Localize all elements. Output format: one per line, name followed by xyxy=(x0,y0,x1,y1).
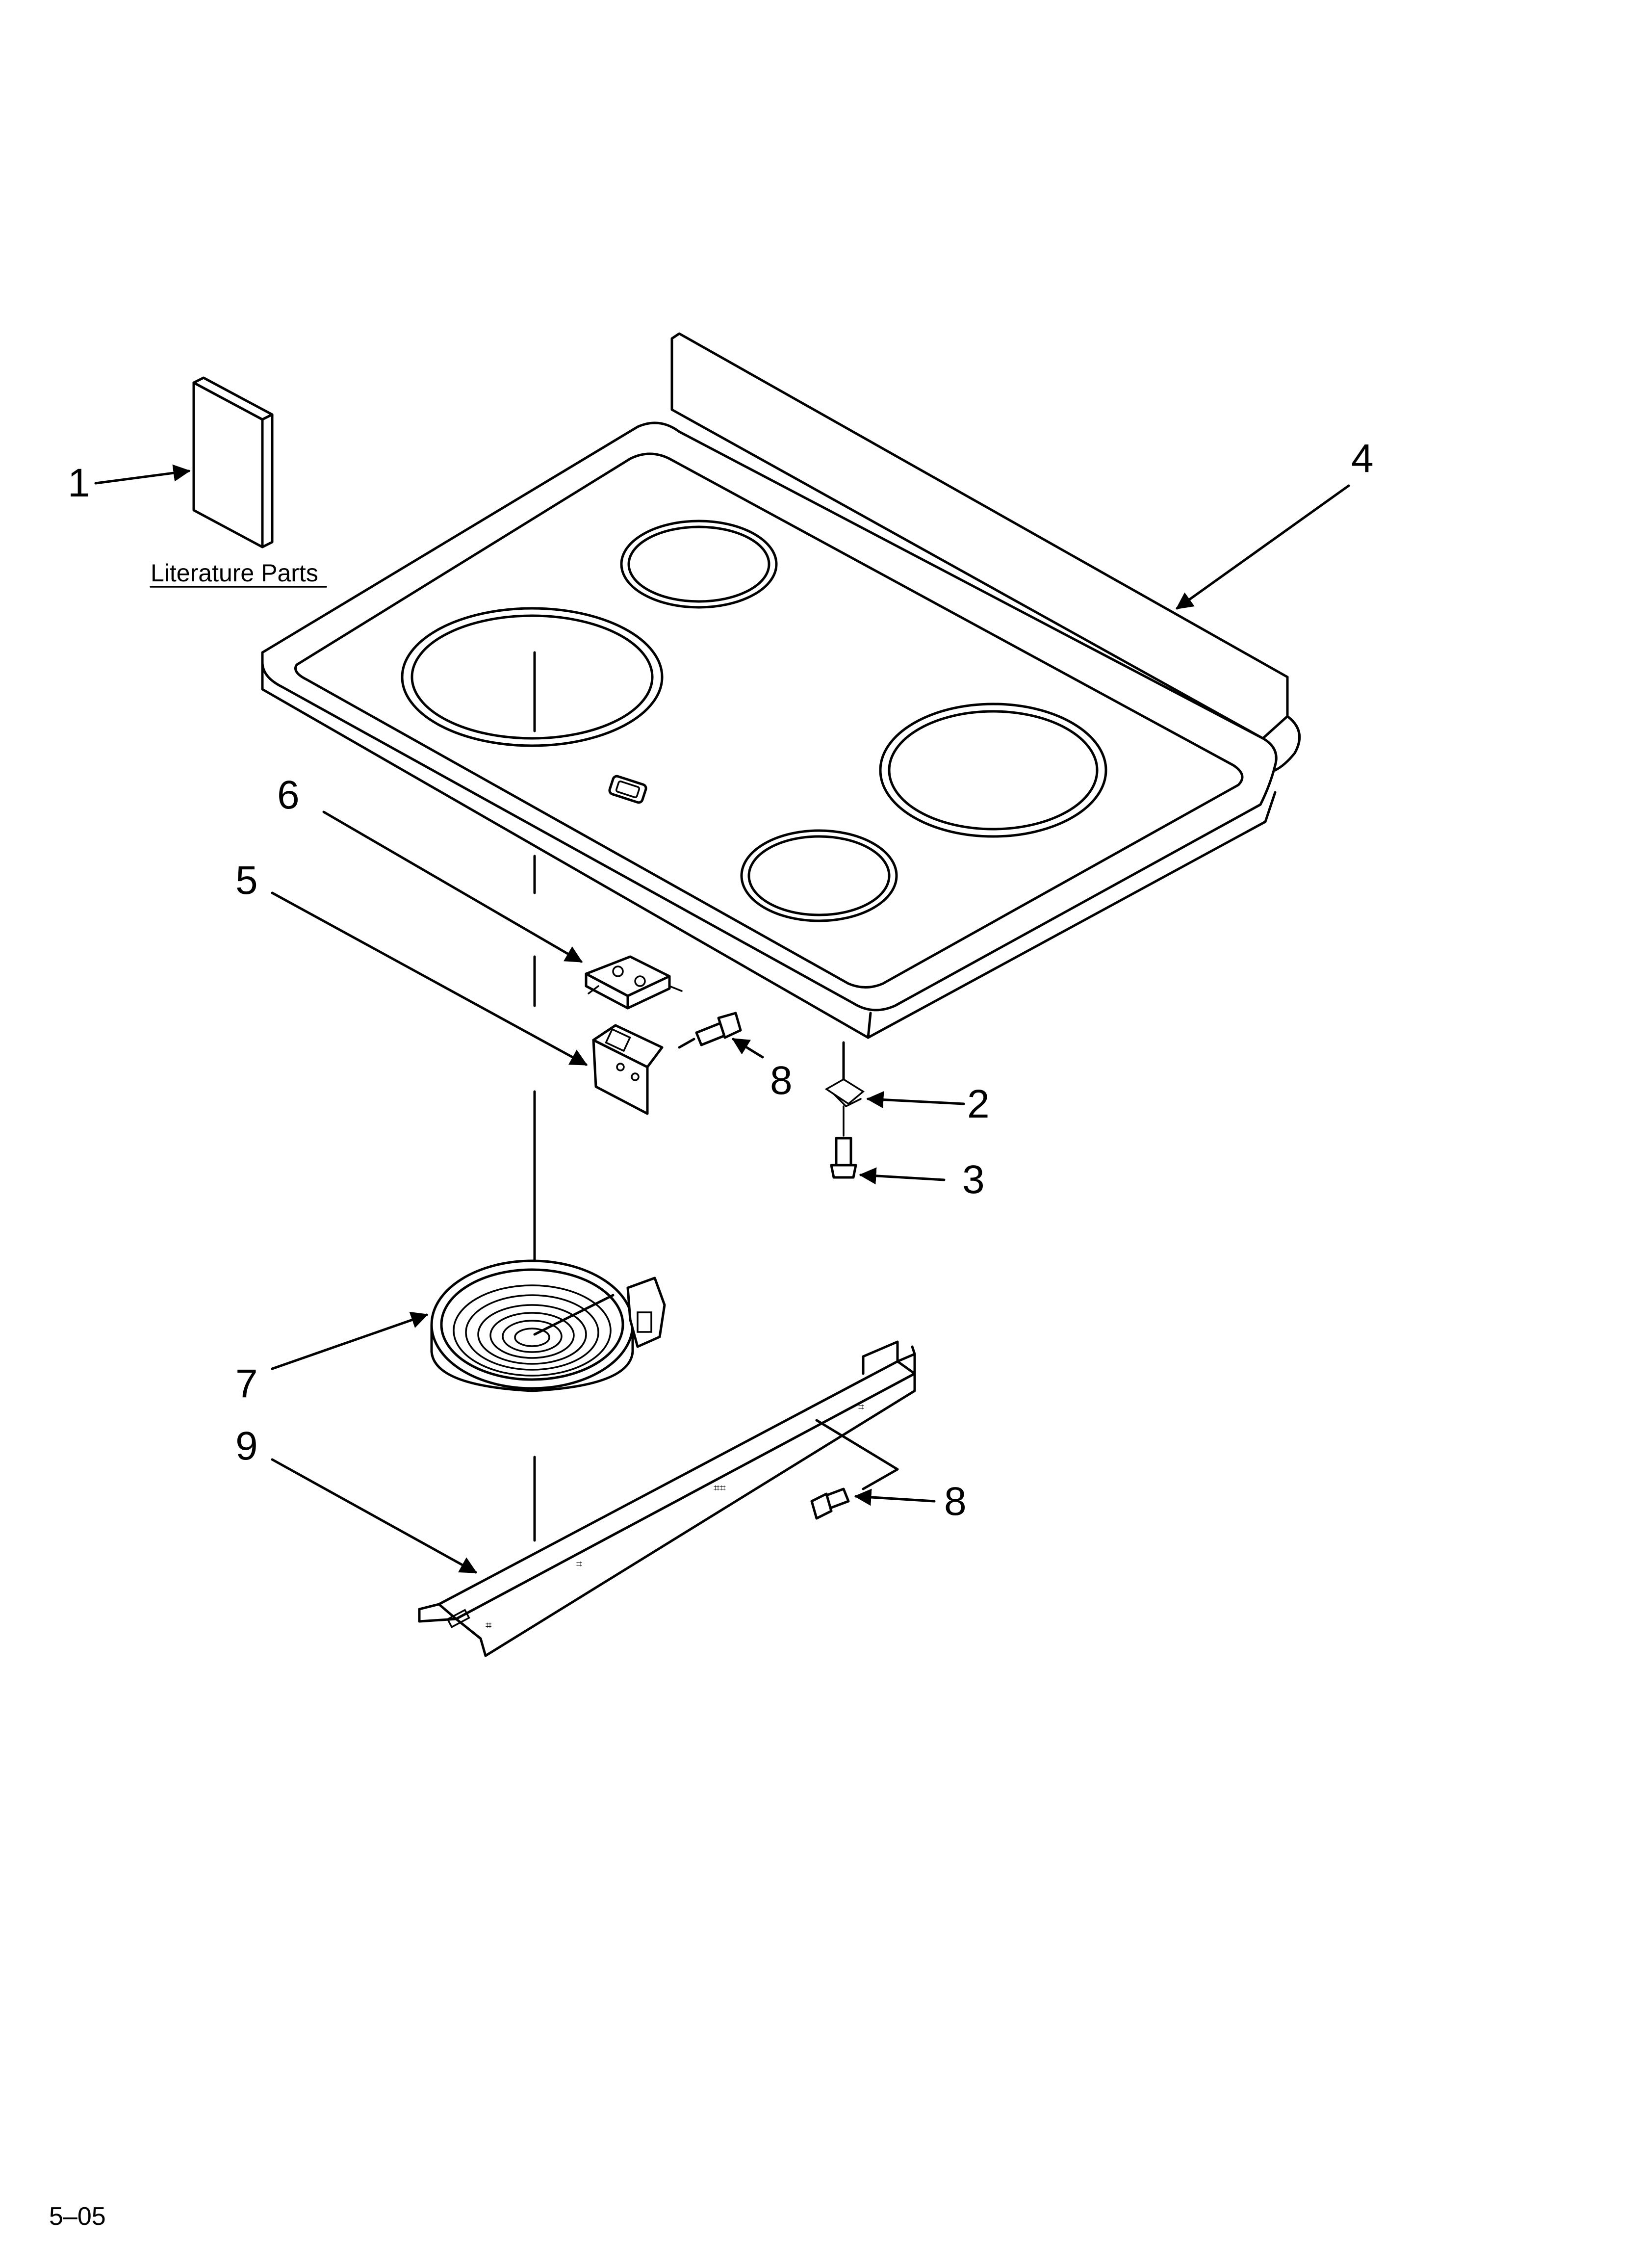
svg-text:⌗: ⌗ xyxy=(486,1619,491,1631)
svg-text:⌗: ⌗ xyxy=(858,1401,864,1413)
callout-6: 6 xyxy=(277,773,300,817)
element-support-bracket: ⌗ ⌗⌗ ⌗ ⌗ xyxy=(418,1340,916,1657)
mounting-clip xyxy=(824,1041,865,1108)
radiant-surface-element xyxy=(430,1259,666,1392)
screw-clip xyxy=(830,1105,857,1179)
burner-small-rear xyxy=(620,520,778,609)
svg-text:⌗: ⌗ xyxy=(576,1558,582,1570)
callout-2: 2 xyxy=(967,1082,990,1126)
callout-5: 5 xyxy=(235,858,258,903)
burner-large-right xyxy=(879,703,1107,838)
hot-surface-indicator xyxy=(608,775,647,804)
leader-5 xyxy=(271,891,588,1066)
leader-2 xyxy=(866,1091,965,1109)
callout-7: 7 xyxy=(235,1361,258,1406)
callout-4: 4 xyxy=(1351,436,1374,481)
terminal-bracket xyxy=(592,1024,664,1115)
leader-7 xyxy=(271,1311,429,1370)
callout-3: 3 xyxy=(962,1157,985,1202)
callout-1: 1 xyxy=(68,461,90,505)
screw-lower xyxy=(810,1419,899,1520)
literature-parts-label: Literature Parts xyxy=(151,559,318,587)
callout-9: 9 xyxy=(235,1424,258,1468)
screw-upper xyxy=(678,1012,742,1049)
callout-8-lower: 8 xyxy=(944,1479,967,1524)
svg-text:⌗⌗: ⌗⌗ xyxy=(714,1482,726,1494)
burner-small-front xyxy=(740,829,898,922)
leader-8-upper xyxy=(732,1038,764,1059)
leader-3 xyxy=(859,1167,946,1185)
leader-9 xyxy=(271,1458,478,1574)
leader-1 xyxy=(94,464,191,485)
footer-page-code: 5–05 xyxy=(49,2202,106,2231)
leader-8-lower xyxy=(854,1488,936,1506)
literature-booklet xyxy=(192,376,274,548)
callout-8-upper: 8 xyxy=(770,1058,793,1103)
cooktop-main-top xyxy=(261,332,1301,1039)
terminal-block xyxy=(585,955,683,1010)
burner-large-left xyxy=(401,607,664,747)
leader-6 xyxy=(322,810,583,963)
leader-4 xyxy=(1176,484,1350,610)
